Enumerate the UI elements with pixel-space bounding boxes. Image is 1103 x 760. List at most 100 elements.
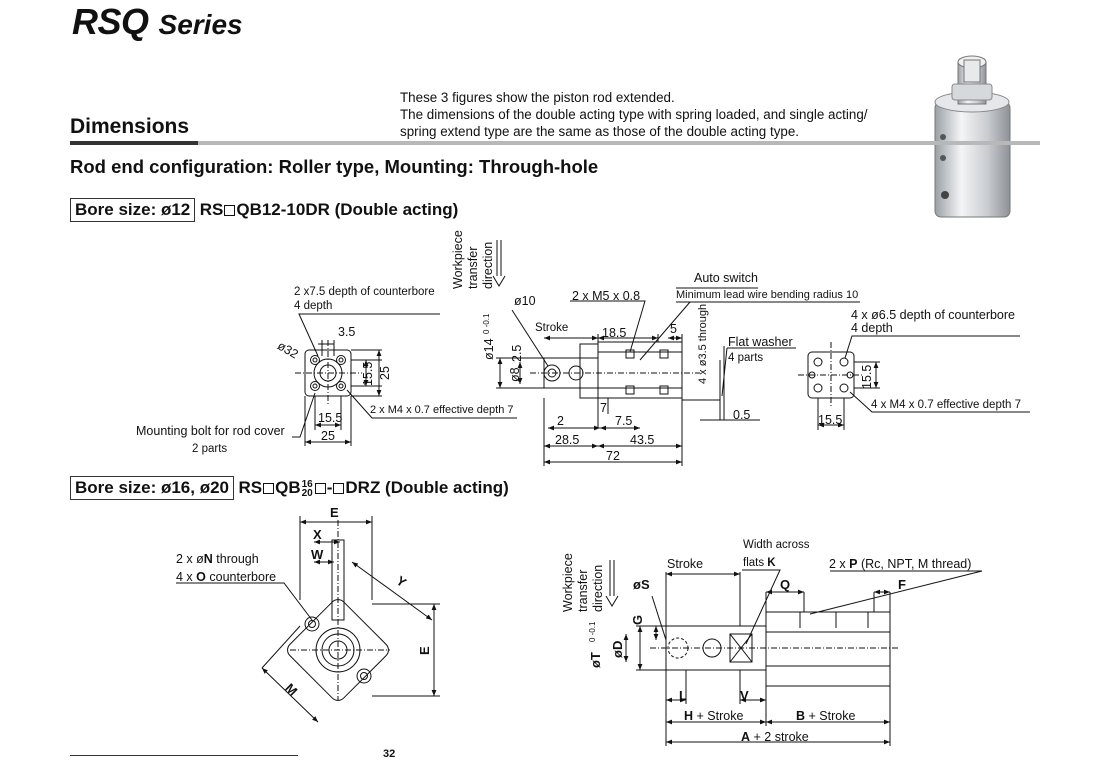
b16-D: øD	[610, 640, 625, 658]
bore12-size-box: Bore size: ø12	[70, 198, 196, 222]
b12-mount-bolt: Mounting bolt for rod cover	[136, 424, 285, 438]
b16-T: øT	[588, 652, 603, 668]
footer-rule	[70, 755, 298, 756]
b12-m5: 2 x M5 x 0.8	[572, 289, 641, 303]
bore12-front-view	[292, 313, 517, 446]
b16-workpiece-2: transfer	[576, 569, 590, 612]
series-title: RSQ Series	[72, 2, 243, 45]
frac-top: 16	[301, 478, 313, 490]
b16-T-tol: 0 -0.1	[588, 621, 597, 642]
b12-phi8: ø8	[508, 367, 522, 382]
intro-line: The dimensions of the double acting type…	[400, 107, 868, 122]
b12-d155rb: 15.5	[818, 413, 843, 427]
b12-flat-parts: 4 parts	[728, 352, 764, 364]
b16-L: L	[679, 688, 687, 703]
b12-d25s: 2.5	[510, 344, 524, 362]
model-prefix: RS	[238, 478, 263, 497]
bore1620-side-view	[605, 560, 983, 746]
blank-box-icon	[263, 483, 275, 494]
b12-d155v: 15.5	[361, 361, 375, 386]
b12-d72: 72	[606, 449, 620, 463]
b16-workpiece-1: Workpiece	[561, 553, 575, 612]
b12-cb65b: 4 depth	[851, 321, 893, 335]
b16-P-label: 2 x P (Rc, NPT, M thread)	[829, 557, 972, 571]
intro-line: These 3 figures show the piston rod exte…	[400, 90, 675, 105]
model-prefix: RS	[199, 200, 224, 219]
heading-rule-accent	[70, 141, 198, 145]
b16-W: W	[311, 547, 324, 562]
product-photo	[934, 55, 1011, 218]
b12-workpiece-3: direction	[481, 241, 495, 289]
b16-E2: E	[417, 646, 432, 655]
b12-through: 4 x ø3.5 through	[697, 303, 709, 384]
b12-cb65a: 4 x ø6.5 depth of counterbore	[851, 308, 1015, 322]
b12-d25v: 25	[378, 366, 392, 380]
b12-auto-switch: Auto switch	[694, 271, 758, 285]
b16-E: E	[330, 505, 339, 520]
b12-d155r: 15.5	[860, 364, 874, 389]
b16-G: G	[630, 614, 645, 625]
b12-stroke: Stroke	[535, 322, 569, 334]
b12-workpiece-1: Workpiece	[451, 230, 465, 289]
frac-bottom: 20	[301, 487, 313, 499]
b12-d285: 28.5	[555, 433, 580, 447]
b12-d7: 7	[600, 401, 607, 415]
b12-m4: 2 x M4 x 0.7 effective depth 7	[370, 404, 514, 416]
b12-d435: 43.5	[630, 433, 655, 447]
bore1620-size-box: Bore size: ø16, ø20	[70, 476, 235, 500]
b16-O-label: 4 x O counterbore	[176, 570, 277, 584]
bore12-side-view	[492, 240, 860, 466]
rod-end-config: Rod end configuration: Roller type, Moun…	[70, 156, 599, 177]
b12-counterbore-a: 2 x7.5 depth of counterbore	[294, 286, 435, 298]
heading-rule	[70, 141, 1040, 145]
section-heading: Dimensions	[70, 115, 190, 138]
blank-box-icon	[314, 483, 326, 494]
b16-A-stroke: A + 2 stroke	[741, 730, 809, 744]
b12-counterbore-b: 4 depth	[294, 300, 333, 312]
intro-line: spring extend type are the same as those…	[400, 124, 799, 139]
bore12-rear-view	[798, 335, 1030, 430]
b12-d05: 0.5	[733, 408, 751, 422]
b12-d35: 3.5	[338, 325, 356, 339]
b12-d2: 2	[557, 414, 564, 428]
bore1620-front-view	[176, 516, 440, 723]
b12-d155h: 15.5	[318, 411, 343, 425]
blank-box-icon	[224, 205, 236, 216]
b12-m4r: 4 x M4 x 0.7 effective depth 7	[871, 399, 1022, 411]
b12-d5: 5	[670, 322, 677, 336]
model-mid: QB	[275, 478, 301, 497]
b16-X: X	[313, 527, 322, 542]
b16-N-label: 2 x øN through	[176, 552, 259, 566]
b12-workpiece-2: transfer	[466, 246, 480, 289]
b16-width-across: Width across	[743, 539, 810, 551]
b12-flat-washer: Flat washer	[728, 335, 793, 349]
b16-H-stroke: H + Stroke	[684, 709, 744, 723]
page-number: 32	[383, 748, 396, 760]
b16-V: V	[740, 688, 749, 703]
b16-S: øS	[633, 577, 650, 592]
b16-B-stroke: B + Stroke	[796, 709, 856, 723]
series-code: RSQ	[72, 1, 149, 42]
b12-d25h: 25	[321, 429, 335, 443]
b16-stroke: Stroke	[667, 557, 704, 571]
b12-tol14: 0 -0.1	[482, 313, 491, 334]
b12-min-lead: Minimum lead wire bending radius 10	[676, 289, 859, 301]
model-suffix: DRZ (Double acting)	[345, 478, 509, 497]
b12-d75: 7.5	[615, 414, 633, 428]
b12-phi10: ø10	[514, 294, 536, 308]
series-word: Series	[158, 9, 243, 40]
b12-d185: 18.5	[602, 326, 627, 340]
b12-mount-parts: 2 parts	[192, 443, 228, 455]
b16-F: F	[898, 577, 906, 592]
intro-text: These 3 figures show the piston rod exte…	[400, 89, 867, 140]
b16-Q: Q	[780, 577, 791, 592]
blank-box-icon	[333, 483, 345, 494]
b16-flats-K: flats K	[743, 557, 776, 569]
b12-phi14: ø14	[482, 338, 496, 360]
